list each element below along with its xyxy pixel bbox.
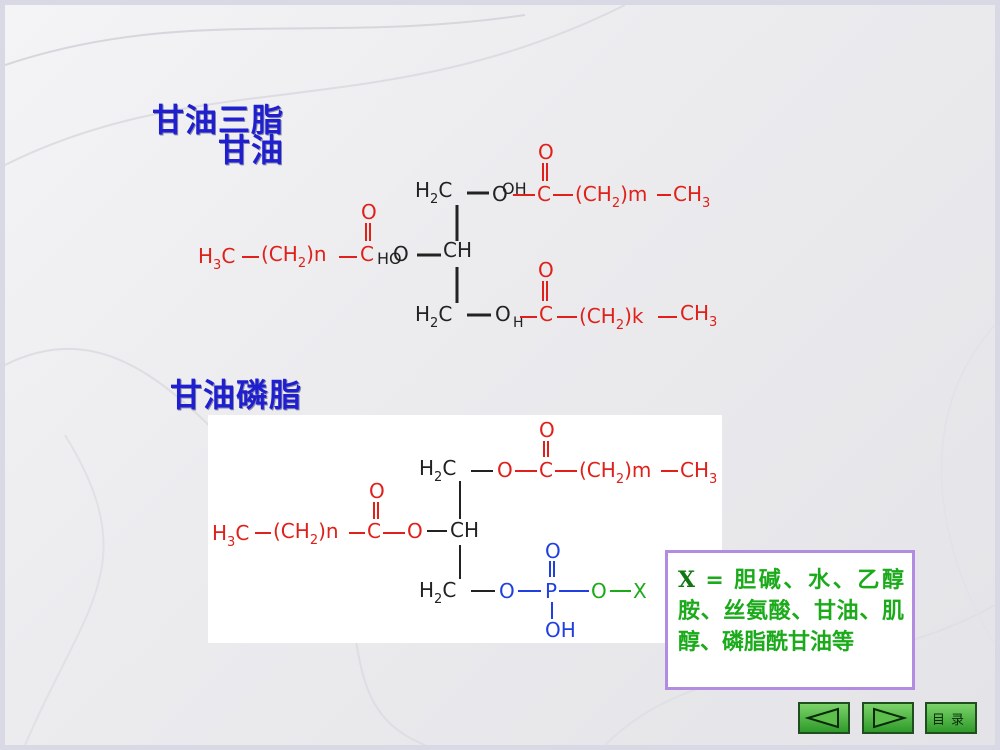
o-bottom: O xyxy=(495,302,511,326)
x-variable: X xyxy=(678,567,696,593)
title-glycerol: 甘油 xyxy=(218,131,285,169)
pl-carbonyl-o-top: O xyxy=(539,418,555,442)
slide: 甘油三脂 甘油 甘油磷脂 H2C CH H2C O OH O HO O H xyxy=(5,5,995,745)
triangle-right-icon xyxy=(873,707,908,729)
pl-ch-middle: CH xyxy=(450,518,479,542)
chain-bottom-ch2: (CH2)k xyxy=(579,304,644,333)
pl-carbonyl-c-middle: C xyxy=(367,519,381,543)
phosphate-double-o: O xyxy=(545,539,561,563)
pl-fatty-acid-chains: O O C (CH2)m CH3 O O C H3C (CH2)n xyxy=(212,418,717,550)
pl-chain-middle-h3c: H3C xyxy=(212,521,249,550)
chain-top-ch3: CH3 xyxy=(673,182,710,211)
chemical-structures: H2C CH H2C O OH O HO O H O C xyxy=(198,140,717,642)
pl-h2c-bottom: H2C xyxy=(419,578,456,607)
pl-chain-middle-ch2: (CH2)n xyxy=(273,519,339,548)
carbonyl-c-bottom: C xyxy=(539,302,553,326)
pl-backbone: H2C CH H2C xyxy=(419,456,479,607)
title-triglyceride: 甘油三脂 xyxy=(152,101,285,139)
o-middle: O xyxy=(393,242,409,266)
fatty-acid-chains: O C (CH2)m CH3 O C H3C (CH2)n O C (CH2)k… xyxy=(198,140,717,333)
table-of-contents-button[interactable]: 目录 xyxy=(925,702,977,734)
phosphorus-label: P xyxy=(545,579,557,603)
carbonyl-c-top: C xyxy=(537,182,551,206)
pl-chain-bonds xyxy=(255,441,678,534)
pl-chain-top-ch2: (CH2)m xyxy=(579,458,651,487)
pl-chain-top-ch3: CH3 xyxy=(680,458,717,487)
triglyceride-structure: H2C CH H2C O OH O HO O H O C xyxy=(198,140,717,333)
carbonyl-o-middle: O xyxy=(361,200,377,224)
chain-bottom-ch3: CH3 xyxy=(680,301,717,330)
x-definition-box: X = 胆碱、水、乙醇胺、丝氨酸、甘油、肌醇、磷脂酰甘油等 xyxy=(665,550,915,690)
title-phospholipid: 甘油磷脂 xyxy=(170,376,303,414)
chain-bonds xyxy=(242,163,677,318)
oh-bottom-label: H xyxy=(513,315,524,331)
phospholipid-panel xyxy=(208,415,722,643)
carbonyl-o-top: O xyxy=(538,140,554,164)
pl-backbone-bonds xyxy=(427,470,495,592)
triangle-left-icon xyxy=(804,707,839,729)
h2c-bottom: H2C xyxy=(415,302,452,331)
oh-top-label: OH xyxy=(502,179,527,198)
phospholipid-structure: H2C CH H2C O O C (CH2)m CH3 O O C H3C xyxy=(212,418,717,642)
x-group-o: O xyxy=(591,579,607,603)
backbone-bonds xyxy=(417,191,491,317)
pl-o-phosphate: O xyxy=(499,579,515,603)
next-button[interactable] xyxy=(862,702,914,734)
phosphate-bonds xyxy=(518,561,589,619)
x-group-label: X xyxy=(633,579,647,603)
chain-middle-h3c: H3C xyxy=(198,244,235,273)
chain-middle-ch2: (CH2)n xyxy=(261,242,327,271)
phosphate-group: O O P OH xyxy=(499,539,576,642)
pl-carbonyl-o-middle: O xyxy=(369,479,385,503)
carbonyl-o-bottom: O xyxy=(538,258,554,282)
h2c-top: H2C xyxy=(415,178,452,207)
ho-middle-label: HO xyxy=(377,249,402,268)
phosphate-oh: OH xyxy=(545,618,576,642)
chain-top-ch2: (CH2)m xyxy=(575,182,647,211)
pl-h2c-top: H2C xyxy=(419,456,456,485)
x-group: O X xyxy=(591,579,647,603)
o-top: O xyxy=(492,182,508,206)
pl-o-top: O xyxy=(497,458,513,482)
x-equals: = xyxy=(705,568,724,593)
ch-middle: CH xyxy=(443,238,472,262)
x-definition-text: 胆碱、水、乙醇胺、丝氨酸、甘油、肌醇、磷脂酰甘油等 xyxy=(678,568,904,655)
glycerol-backbone: H2C CH H2C O OH O HO O H xyxy=(377,178,527,331)
carbonyl-c-middle: C xyxy=(360,242,374,266)
pl-carbonyl-c-top: C xyxy=(539,458,553,482)
previous-button[interactable] xyxy=(798,702,850,734)
pl-o-middle: O xyxy=(407,519,423,543)
